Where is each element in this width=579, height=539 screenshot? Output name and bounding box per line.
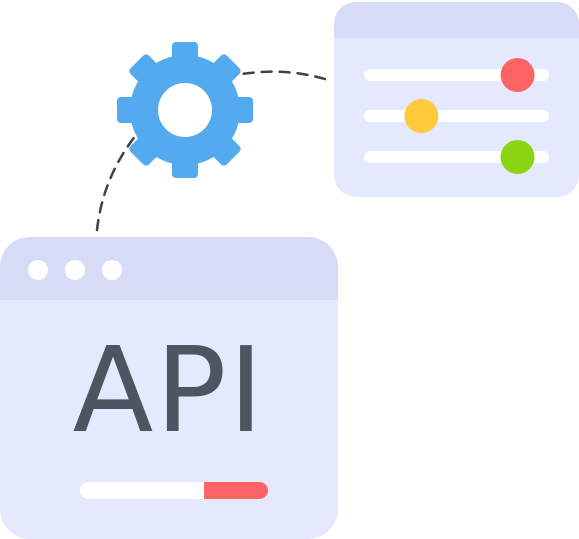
window-dots-icon [28, 260, 122, 280]
connector-gear-to-settings [224, 70, 330, 82]
api-window [0, 237, 338, 539]
connector-window-to-gear [95, 128, 142, 232]
slider-2-track [364, 110, 549, 122]
slider-knob-icon [500, 140, 535, 174]
slider-group [364, 58, 549, 174]
api-label: API [72, 321, 266, 459]
slider-knob-icon [404, 99, 439, 133]
settings-window [334, 2, 579, 197]
progress-fill [204, 482, 268, 499]
gear-hole [158, 83, 212, 137]
slider-knob-icon [500, 58, 535, 92]
progress-bar [80, 482, 268, 499]
gear-icon [117, 42, 253, 178]
